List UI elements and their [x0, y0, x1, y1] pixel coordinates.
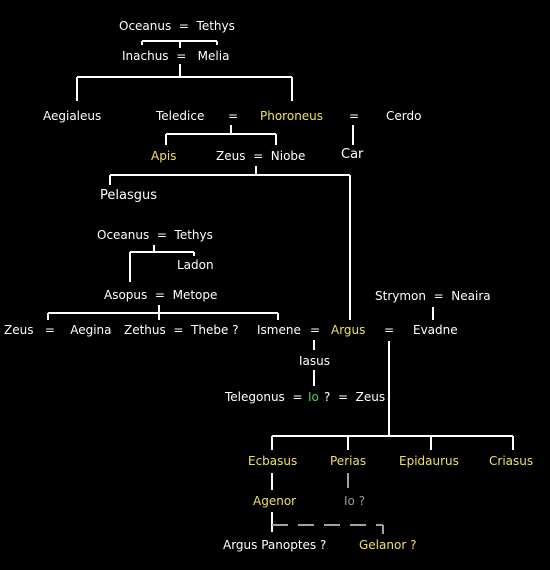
criasus-name: Criasus — [489, 454, 534, 468]
pelasgus-name: Pelasgus — [100, 188, 157, 203]
inachus-melia-couple: Inachus = Melia — [122, 49, 230, 63]
ismene-argus-marriage: = — [310, 323, 321, 337]
io-zeus-marriage: ? = Zeus — [324, 390, 386, 404]
telegonus-marriage: Telegonus = — [225, 390, 303, 404]
epidaurus-name: Epidaurus — [399, 454, 459, 468]
io-uncertain-name: Io ? — [344, 494, 366, 508]
zeus-niobe-couple: Zeus = Niobe — [216, 149, 306, 163]
strymon-neaira-couple: Strymon = Neaira — [375, 289, 491, 303]
zethus-thebe-couple: Zethus = Thebe ? — [124, 323, 239, 337]
iasus-name: Iasus — [299, 354, 331, 368]
apis-name: Apis — [151, 149, 177, 163]
ismene-name: Ismene — [257, 323, 301, 337]
evadne-name: Evadne — [413, 323, 458, 337]
aegialeus-name: Aegialeus — [43, 109, 102, 123]
car-name: Car — [341, 147, 364, 162]
perias-name: Perias — [330, 454, 367, 468]
io-name: Io — [308, 390, 319, 404]
ladon-name: Ladon — [177, 258, 214, 272]
zeus-aegina-couple: Zeus = Aegina — [4, 323, 112, 337]
asopus-metope-couple: Asopus = Metope — [104, 288, 218, 302]
ecbasus-name: Ecbasus — [248, 454, 298, 468]
teledice-name: Teledice — [156, 109, 205, 123]
teledice-phoroneus-marriage: = — [228, 109, 239, 123]
oceanus-tethys-couple-2: Oceanus = Tethys — [97, 228, 213, 242]
argus-evadne-marriage: = — [384, 323, 395, 337]
argus-name: Argus — [331, 323, 366, 337]
argus-panoptes-name: Argus Panoptes ? — [223, 538, 327, 552]
phoroneus-cerdo-marriage: = — [349, 109, 360, 123]
agenor-name: Agenor — [253, 494, 297, 508]
gelanor-name: Gelanor ? — [359, 538, 417, 552]
oceanus-tethys-couple-1: Oceanus = Tethys — [119, 19, 235, 33]
cerdo-name: Cerdo — [386, 109, 422, 123]
phoroneus-name: Phoroneus — [260, 109, 324, 123]
